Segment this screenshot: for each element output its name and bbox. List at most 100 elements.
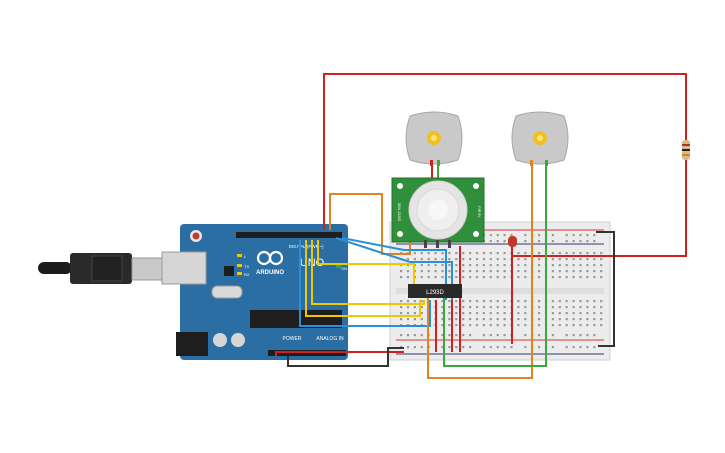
breadboard-hole[interactable] bbox=[400, 264, 403, 267]
resistor[interactable] bbox=[682, 140, 690, 160]
breadboard-hole[interactable] bbox=[420, 276, 423, 279]
breadboard-hole[interactable] bbox=[579, 276, 582, 279]
breadboard-hole[interactable] bbox=[586, 270, 589, 273]
breadboard-hole[interactable] bbox=[448, 270, 451, 273]
breadboard-hole[interactable] bbox=[558, 318, 561, 321]
breadboard-hole[interactable] bbox=[441, 276, 444, 279]
breadboard-hole[interactable] bbox=[475, 252, 479, 255]
breadboard-hole[interactable] bbox=[517, 270, 520, 273]
breadboard-hole[interactable] bbox=[482, 264, 485, 267]
breadboard-hole[interactable] bbox=[565, 258, 568, 261]
breadboard-hole[interactable] bbox=[455, 306, 458, 309]
breadboard-hole[interactable] bbox=[572, 252, 575, 255]
breadboard-hole[interactable] bbox=[469, 264, 472, 267]
breadboard-hole[interactable] bbox=[600, 300, 603, 303]
breadboard-hole[interactable] bbox=[455, 264, 458, 267]
breadboard-hole[interactable] bbox=[489, 312, 492, 315]
digital-header[interactable] bbox=[236, 232, 342, 238]
breadboard-hole[interactable] bbox=[572, 346, 575, 349]
breadboard-hole[interactable] bbox=[475, 312, 479, 315]
breadboard-hole[interactable] bbox=[551, 252, 554, 255]
breadboard-hole[interactable] bbox=[517, 324, 520, 327]
breadboard-hole[interactable] bbox=[400, 276, 403, 279]
breadboard-hole[interactable] bbox=[462, 270, 465, 273]
breadboard-hole[interactable] bbox=[538, 270, 541, 273]
breadboard-hole[interactable] bbox=[503, 306, 506, 309]
breadboard-hole[interactable] bbox=[469, 334, 472, 337]
breadboard-hole[interactable] bbox=[448, 324, 451, 327]
breadboard-hole[interactable] bbox=[538, 276, 541, 279]
breadboard-hole[interactable] bbox=[524, 252, 527, 255]
breadboard-hole[interactable] bbox=[503, 318, 506, 321]
breadboard-hole[interactable] bbox=[496, 346, 499, 349]
breadboard-hole[interactable] bbox=[586, 324, 589, 327]
breadboard-hole[interactable] bbox=[586, 346, 589, 349]
breadboard-hole[interactable] bbox=[593, 264, 596, 267]
breadboard-hole[interactable] bbox=[593, 270, 596, 273]
breadboard-hole[interactable] bbox=[441, 306, 444, 309]
breadboard-hole[interactable] bbox=[565, 346, 568, 349]
wire-red-resistor-to-led[interactable] bbox=[511, 160, 687, 257]
breadboard-hole[interactable] bbox=[510, 234, 513, 237]
breadboard-hole[interactable] bbox=[600, 318, 603, 321]
breadboard-hole[interactable] bbox=[551, 334, 554, 337]
breadboard-hole[interactable] bbox=[572, 312, 575, 315]
breadboard-hole[interactable] bbox=[489, 334, 492, 337]
breadboard-hole[interactable] bbox=[496, 318, 499, 321]
breadboard-hole[interactable] bbox=[538, 258, 541, 261]
breadboard-hole[interactable] bbox=[517, 306, 520, 309]
breadboard-hole[interactable] bbox=[448, 300, 451, 303]
breadboard-hole[interactable] bbox=[455, 300, 458, 303]
breadboard-hole[interactable] bbox=[538, 264, 541, 267]
breadboard-hole[interactable] bbox=[558, 252, 561, 255]
breadboard-hole[interactable] bbox=[579, 300, 582, 303]
breadboard-hole[interactable] bbox=[406, 346, 410, 349]
breadboard-hole[interactable] bbox=[586, 234, 589, 237]
breadboard-hole[interactable] bbox=[503, 258, 506, 261]
breadboard-hole[interactable] bbox=[406, 334, 410, 337]
breadboard-hole[interactable] bbox=[413, 252, 416, 255]
breadboard-hole[interactable] bbox=[579, 252, 582, 255]
breadboard-hole[interactable] bbox=[413, 346, 416, 349]
breadboard-hole[interactable] bbox=[441, 346, 444, 349]
breadboard-hole[interactable] bbox=[496, 300, 499, 303]
breadboard-hole[interactable] bbox=[413, 318, 416, 321]
breadboard-hole[interactable] bbox=[448, 346, 451, 349]
breadboard-hole[interactable] bbox=[579, 264, 582, 267]
breadboard-hole[interactable] bbox=[413, 300, 416, 303]
breadboard-hole[interactable] bbox=[600, 324, 603, 327]
breadboard-hole[interactable] bbox=[462, 346, 465, 349]
breadboard-hole[interactable] bbox=[462, 312, 465, 315]
breadboard-hole[interactable] bbox=[551, 312, 554, 315]
breadboard-hole[interactable] bbox=[496, 324, 499, 327]
breadboard-hole[interactable] bbox=[448, 258, 451, 261]
breadboard-hole[interactable] bbox=[496, 240, 499, 243]
breadboard-hole[interactable] bbox=[406, 312, 410, 315]
breadboard-hole[interactable] bbox=[558, 258, 561, 261]
breadboard-hole[interactable] bbox=[538, 252, 541, 255]
breadboard-hole[interactable] bbox=[551, 270, 554, 273]
breadboard-hole[interactable] bbox=[489, 306, 492, 309]
breadboard-hole[interactable] bbox=[462, 318, 465, 321]
breadboard-hole[interactable] bbox=[441, 334, 444, 337]
breadboard-hole[interactable] bbox=[406, 264, 410, 267]
breadboard-hole[interactable] bbox=[565, 306, 568, 309]
breadboard-hole[interactable] bbox=[413, 258, 416, 261]
breadboard-hole[interactable] bbox=[420, 334, 423, 337]
breadboard-hole[interactable] bbox=[434, 276, 437, 279]
wire-black-gnd-right[interactable] bbox=[596, 231, 615, 347]
breadboard-hole[interactable] bbox=[482, 312, 485, 315]
breadboard-hole[interactable] bbox=[406, 270, 410, 273]
breadboard-hole[interactable] bbox=[586, 258, 589, 261]
breadboard-hole[interactable] bbox=[406, 306, 410, 309]
breadboard-hole[interactable] bbox=[496, 264, 499, 267]
usb-cable[interactable] bbox=[38, 253, 163, 284]
breadboard-hole[interactable] bbox=[517, 252, 520, 255]
breadboard-hole[interactable] bbox=[489, 240, 492, 243]
breadboard-hole[interactable] bbox=[406, 276, 410, 279]
breadboard-hole[interactable] bbox=[524, 334, 527, 337]
breadboard-hole[interactable] bbox=[475, 306, 479, 309]
breadboard-hole[interactable] bbox=[503, 334, 506, 337]
breadboard-hole[interactable] bbox=[455, 258, 458, 261]
breadboard-hole[interactable] bbox=[441, 324, 444, 327]
